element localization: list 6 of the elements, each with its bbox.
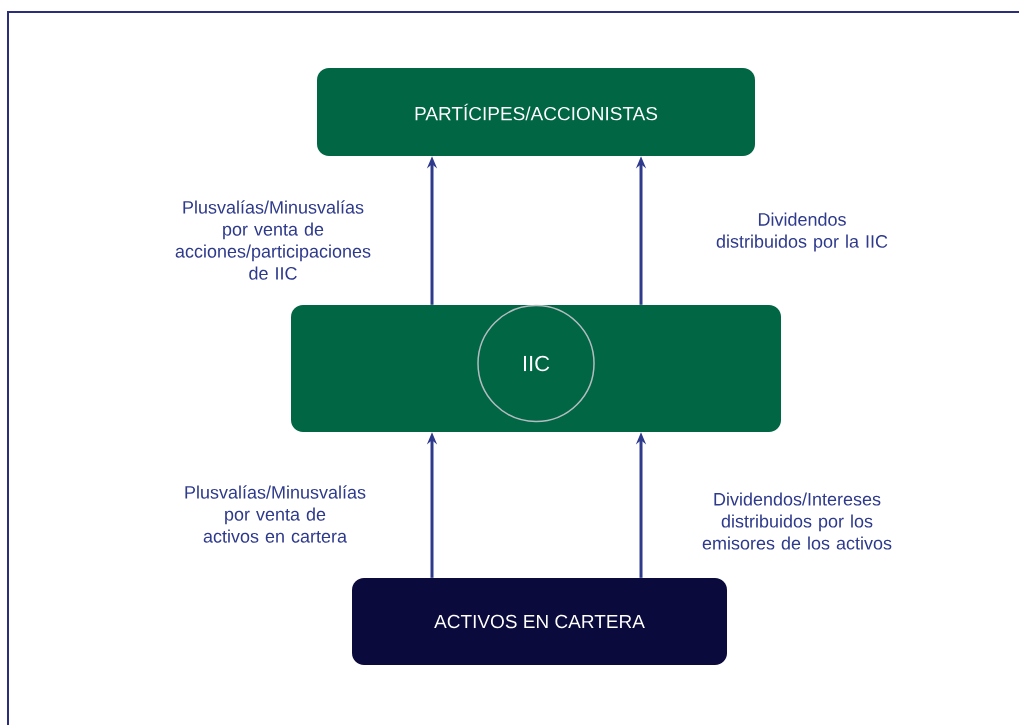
- edge-label: Dividendos/Intereses distribuidos por los emisores de los activos: [702, 492, 892, 550]
- assets-box: ACTIVOS EN CARTERA: [352, 578, 727, 665]
- actors-box: PARTÍCIPES/ACCIONISTAS: [317, 68, 755, 156]
- edge-label: Dividendos distribuidos por la IIC: [716, 212, 888, 252]
- edge-label: Plusvalías/Minusvalías por venta de acciones/participaciones de IIC: [175, 200, 371, 280]
- edge-label: Plusvalías/Minusvalías por venta de activos en cartera: [185, 485, 366, 543]
